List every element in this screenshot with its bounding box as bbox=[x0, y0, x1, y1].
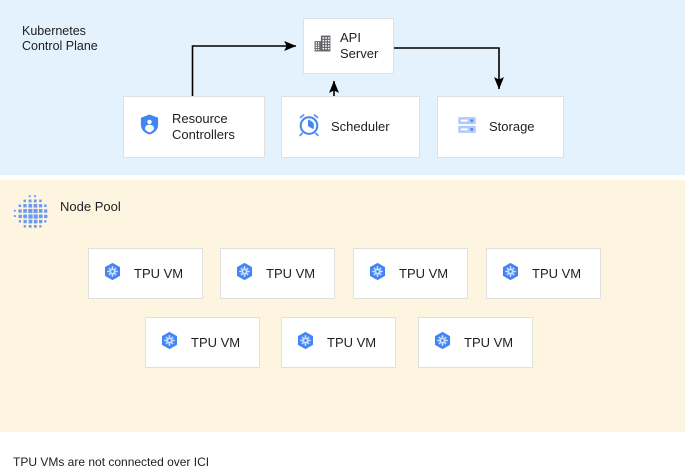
tpu-vm-label: TPU VM bbox=[266, 265, 316, 281]
shield-person-icon bbox=[138, 113, 161, 141]
tpu-vm-card[interactable]: TPU VM bbox=[418, 317, 533, 368]
tpu-vm-label: TPU VM bbox=[464, 334, 514, 350]
tpu-vm-card[interactable]: TPU VM bbox=[220, 248, 335, 299]
control-plane-title: Kubernetes Control Plane bbox=[22, 24, 98, 53]
tpu-vm-label: TPU VM bbox=[191, 334, 241, 350]
tpu-vm-card[interactable]: TPU VM bbox=[486, 248, 601, 299]
dot-grid-icon bbox=[12, 193, 50, 236]
tpu-hexagon-icon bbox=[159, 330, 180, 356]
resource-controllers-node[interactable]: Resource Controllers bbox=[123, 96, 265, 158]
connector-api-server-to-storage bbox=[394, 47, 504, 90]
tpu-hexagon-icon bbox=[367, 261, 388, 287]
tpu-hexagon-icon bbox=[102, 261, 123, 287]
database-icon bbox=[456, 114, 478, 141]
api-server-label: API Server bbox=[340, 30, 379, 61]
tpu-vm-label: TPU VM bbox=[532, 265, 582, 281]
diagram-caption: TPU VMs are not connected over ICI bbox=[13, 455, 210, 469]
tpu-hexagon-icon bbox=[295, 330, 316, 356]
scheduler-node[interactable]: Scheduler bbox=[281, 96, 420, 158]
connector-resource-controllers-to-api-server bbox=[191, 41, 297, 96]
tpu-vm-card[interactable]: TPU VM bbox=[353, 248, 468, 299]
tpu-hexagon-icon bbox=[500, 261, 521, 287]
storage-node[interactable]: Storage bbox=[437, 96, 564, 158]
resource-controllers-label: Resource Controllers bbox=[172, 111, 235, 142]
tpu-hexagon-icon bbox=[234, 261, 255, 287]
scheduler-label: Scheduler bbox=[331, 119, 390, 134]
tpu-vm-card[interactable]: TPU VM bbox=[281, 317, 396, 368]
tpu-vm-card[interactable]: TPU VM bbox=[145, 317, 260, 368]
tpu-vm-label: TPU VM bbox=[399, 265, 449, 281]
node-pool-title: Node Pool bbox=[60, 199, 121, 214]
alarm-clock-icon bbox=[297, 113, 321, 142]
tpu-vm-label: TPU VM bbox=[327, 334, 377, 350]
building-icon bbox=[313, 34, 332, 58]
tpu-vm-card[interactable]: TPU VM bbox=[88, 248, 203, 299]
storage-label: Storage bbox=[489, 119, 535, 134]
tpu-vm-label: TPU VM bbox=[134, 265, 184, 281]
api-server-node[interactable]: API Server bbox=[303, 18, 394, 74]
tpu-hexagon-icon bbox=[432, 330, 453, 356]
node-pool-region bbox=[0, 180, 685, 432]
